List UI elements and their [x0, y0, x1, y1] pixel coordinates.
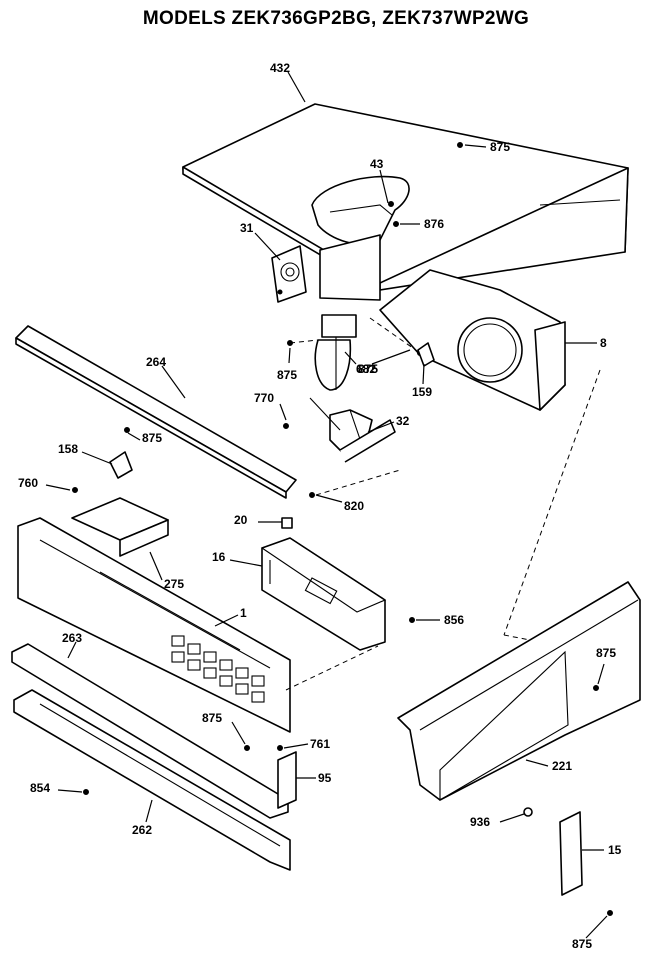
screw-876	[393, 221, 399, 227]
callout-875-bottom: 875	[572, 937, 592, 951]
callout-875-motor: 875	[277, 368, 297, 382]
callout-1: 1	[240, 606, 247, 620]
screw-820	[309, 492, 315, 498]
callout-158: 158	[58, 442, 78, 456]
top-cover-432	[182, 103, 629, 301]
washer-936	[523, 807, 533, 817]
callout-432: 432	[270, 61, 290, 75]
screw-760	[72, 487, 78, 493]
bracket-95	[277, 751, 297, 809]
screw-875-trim	[244, 745, 250, 751]
callout-875-clip: 875	[142, 431, 162, 445]
page-title: MODELS ZEK736GP2BG, ZEK737WP2WG	[142, 8, 530, 29]
screw-770	[283, 423, 289, 429]
clip-158	[109, 451, 133, 479]
callout-875-top: 875	[490, 140, 510, 154]
callout-16: 16	[212, 550, 226, 564]
callout-264: 264	[146, 355, 166, 369]
callout-275: 275	[164, 577, 184, 591]
callout-682: 682	[356, 362, 376, 376]
callout-875-trim: 875	[202, 711, 222, 725]
callout-31: 31	[240, 221, 254, 235]
fan-32	[309, 397, 396, 463]
callout-labels: 432 875 43 876 31 8 264 875 682 875 159 …	[18, 61, 622, 951]
callout-32: 32	[396, 414, 410, 428]
part-20	[281, 517, 293, 529]
callout-20: 20	[234, 513, 248, 527]
callout-854: 854	[30, 781, 50, 795]
callout-936: 936	[470, 815, 490, 829]
screw-875-clip	[124, 427, 130, 433]
callout-856: 856	[444, 613, 464, 627]
callout-760: 760	[18, 476, 38, 490]
callout-820: 820	[344, 499, 364, 513]
trim-bar-264	[15, 325, 297, 499]
callout-761: 761	[310, 737, 330, 751]
callout-875-right: 875	[596, 646, 616, 660]
trim-263	[11, 643, 289, 819]
reference-lines	[285, 317, 601, 691]
screw-856	[409, 617, 415, 623]
callout-262: 262	[132, 823, 152, 837]
plate-15	[559, 811, 583, 896]
rear-panel-8	[379, 269, 566, 411]
leader-lines	[45, 71, 608, 939]
side-panel-221	[397, 581, 641, 801]
callout-875-rear: 875	[358, 362, 378, 376]
callout-221: 221	[552, 759, 572, 773]
motor-682	[314, 314, 357, 391]
callout-15: 15	[608, 843, 622, 857]
screw-875-right	[593, 685, 599, 691]
control-board-16	[260, 537, 387, 651]
screw-761	[277, 745, 283, 751]
control-panel-1	[17, 517, 291, 733]
callout-263: 263	[62, 631, 82, 645]
callout-159: 159	[412, 385, 432, 399]
bracket-275	[71, 497, 169, 557]
callout-876: 876	[424, 217, 444, 231]
callout-8: 8	[600, 336, 607, 350]
trim-262	[13, 689, 291, 871]
fasteners	[72, 142, 613, 916]
callout-43: 43	[370, 157, 384, 171]
motor-bracket-31	[271, 245, 307, 303]
keypad	[171, 635, 265, 703]
screw-875-top	[457, 142, 463, 148]
screw-875-bottom	[607, 910, 613, 916]
callout-95: 95	[318, 771, 332, 785]
callout-770: 770	[254, 391, 274, 405]
screw-854	[83, 789, 89, 795]
clip-159	[417, 342, 435, 367]
